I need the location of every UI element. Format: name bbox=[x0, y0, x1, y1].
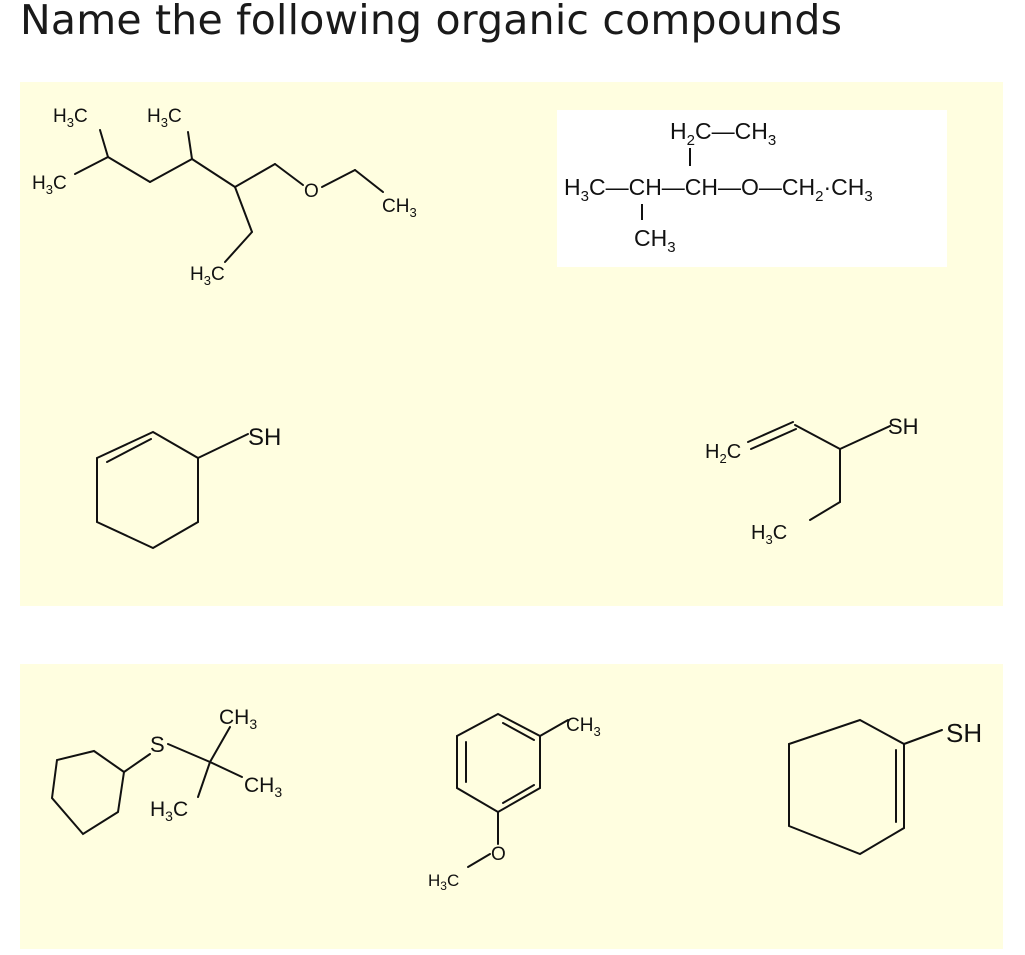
atom-label: O bbox=[491, 844, 506, 865]
atom-label: H3C bbox=[32, 173, 67, 197]
atom-label: CH3 bbox=[566, 715, 601, 739]
molecule-methylanisole bbox=[456, 712, 569, 868]
thiol-label: SH bbox=[888, 414, 919, 439]
atom-label: H3C bbox=[751, 522, 787, 547]
top-panel: H3C H3C H3C O CH3 H3C H2C—CH3 H3C—CH—CH—… bbox=[20, 82, 1003, 606]
molecule-condensed-ether: H2C—CH3 H3C—CH—CH—O—CH2·CH3 CH3 bbox=[557, 110, 947, 267]
molecule-tbutyl-cyclopentyl-sulfide bbox=[50, 726, 243, 836]
atom-label: H3C bbox=[53, 106, 88, 130]
thiol-label: SH bbox=[946, 718, 982, 748]
molecule-butenethiol bbox=[747, 421, 891, 521]
atom-label: H3C bbox=[150, 798, 188, 824]
panel-bg bbox=[20, 664, 1003, 949]
page-title: Name the following organic compounds bbox=[20, 0, 843, 44]
molecule-cyclohexenethiol bbox=[96, 430, 249, 550]
molecule-ether-skeletal bbox=[74, 129, 384, 263]
top-panel-structures: H3C H3C H3C O CH3 H3C H2C—CH3 H3C—CH—CH—… bbox=[20, 82, 1003, 606]
atom-label: CH3 bbox=[382, 196, 417, 220]
atom-label: H3C bbox=[190, 264, 225, 288]
atom-label: H3C bbox=[428, 871, 459, 893]
condensed-main-line: H3C—CH—CH—O—CH2·CH3 bbox=[564, 174, 873, 205]
atom-label: O bbox=[304, 181, 319, 202]
atom-label: CH3 bbox=[219, 706, 257, 732]
molecule-cyclohexene-1-thiol bbox=[788, 718, 943, 856]
molecule-ether-skeletal-labels: H3C H3C H3C O CH3 H3C bbox=[32, 106, 417, 288]
atom-label: S bbox=[150, 732, 165, 757]
bottom-panel-structures: S CH3 CH3 H3C CH3 O H3C SH bbox=[20, 664, 1003, 949]
condensed-box bbox=[557, 110, 947, 267]
atom-label: H2C bbox=[705, 441, 741, 466]
atom-label: CH3 bbox=[244, 774, 282, 800]
condensed-top-line: H2C—CH3 bbox=[670, 118, 776, 149]
thiol-label: SH bbox=[248, 424, 281, 451]
condensed-bottom-line: CH3 bbox=[634, 225, 676, 256]
bottom-panel: S CH3 CH3 H3C CH3 O H3C SH bbox=[20, 664, 1003, 949]
atom-label: H3C bbox=[147, 106, 182, 130]
